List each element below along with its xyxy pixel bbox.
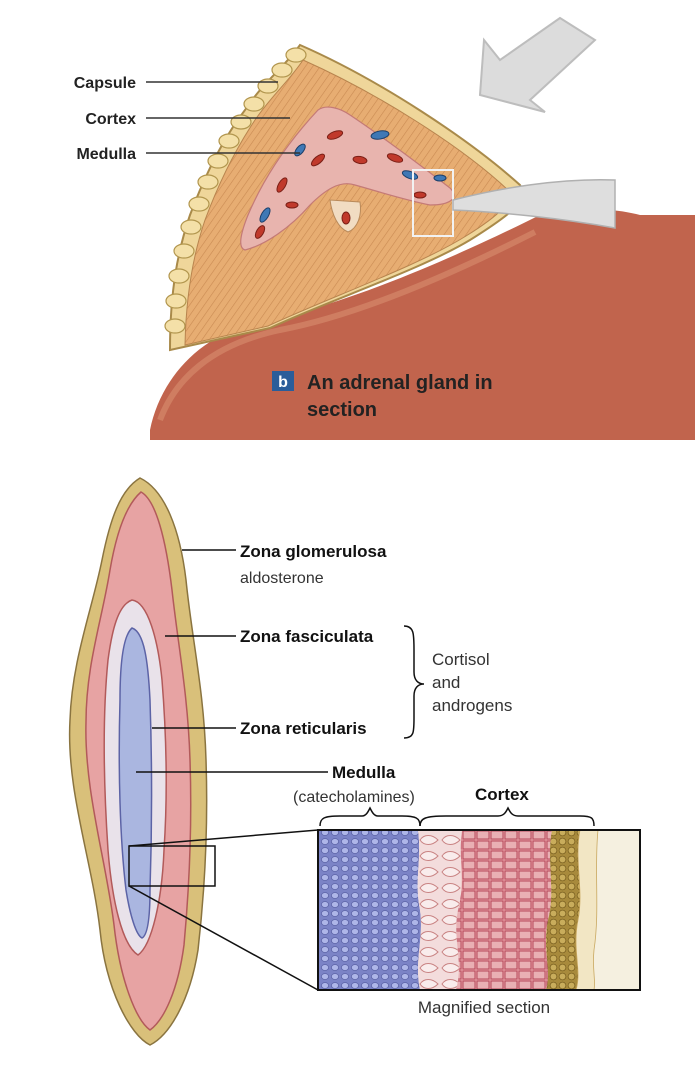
medulla-vessels — [254, 130, 447, 239]
zona-reticularis-label: Zona reticularis — [240, 719, 367, 738]
medulla-tissue — [318, 830, 421, 990]
cortex-span-brace — [419, 806, 595, 827]
medulla-label: Medulla — [76, 146, 136, 163]
magnified-caption: Magnified section — [418, 998, 550, 1017]
catecholamines-label: (catecholamines) — [293, 789, 415, 806]
magnified-section — [317, 829, 641, 991]
medulla-bottom-label: Medulla — [332, 763, 396, 782]
caption-line2: section — [307, 399, 377, 421]
medulla-span-brace — [319, 806, 421, 827]
caption-badge — [272, 371, 294, 391]
top-panel: Capsule Cortex Medulla b An adrenal glan… — [74, 16, 695, 440]
androgens-label: androgens — [432, 696, 512, 715]
cortex-magnified-label: Cortex — [475, 785, 529, 804]
cortisol-brace — [403, 625, 425, 739]
fasciculata-tissue — [456, 830, 552, 990]
kidney-highlight — [157, 229, 537, 422]
caption-line1: An adrenal gland in — [307, 372, 493, 394]
medulla-core — [118, 627, 153, 939]
medulla-layer — [240, 106, 455, 251]
central-vein — [341, 211, 351, 225]
reticularis-tissue — [417, 830, 462, 990]
bottom-panel: Zona glomerulosa aldosterone Zona fascic… — [68, 477, 641, 1046]
and-label: and — [432, 673, 460, 692]
zona-glomerulosa-label: Zona glomerulosa — [240, 542, 387, 561]
magnify-region-box — [128, 845, 216, 887]
capsule-label: Capsule — [74, 75, 136, 92]
magnify-pointer — [452, 178, 616, 229]
zona-fasciculata-label: Zona fasciculata — [240, 627, 374, 646]
glomerulosa-tissue — [546, 830, 580, 990]
cortisol-label: Cortisol — [432, 650, 490, 669]
aldosterone-label: aldosterone — [240, 570, 324, 587]
cortex-label: Cortex — [85, 111, 136, 128]
magnify-line-bottom — [128, 885, 319, 991]
magnify-line-top — [128, 829, 319, 847]
direction-arrow — [478, 16, 597, 113]
caption-badge-letter: b — [278, 374, 288, 391]
